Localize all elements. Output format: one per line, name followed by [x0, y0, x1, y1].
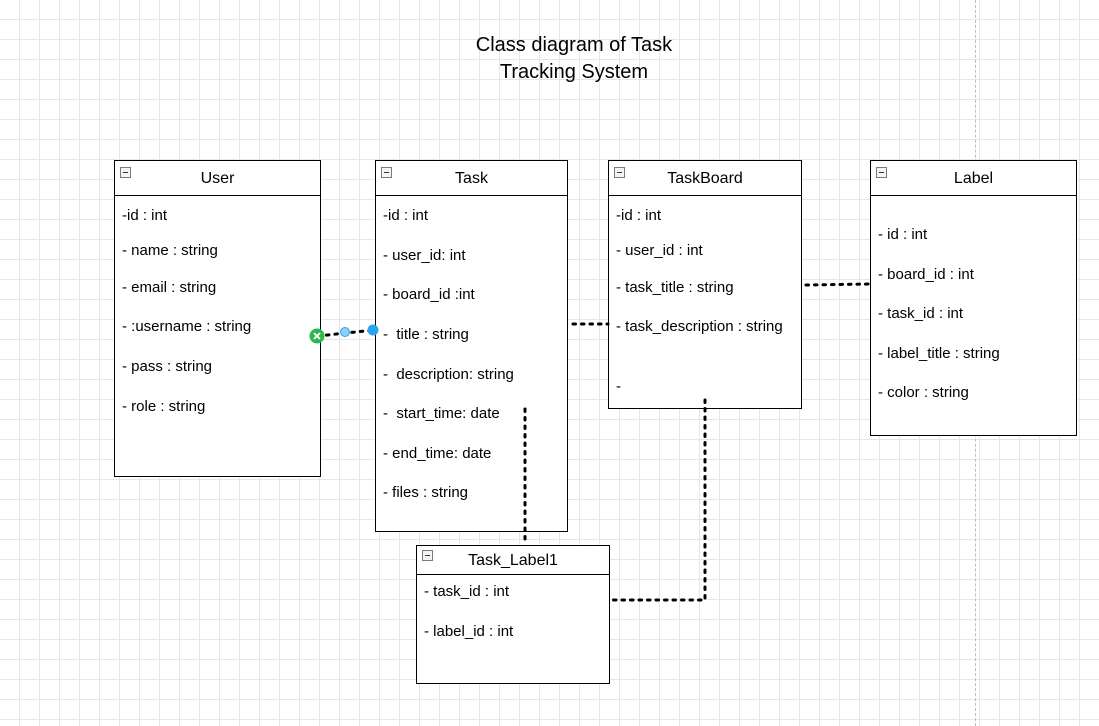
class-task-label1[interactable]: Task_Label1 - task_id : int - label_id :…	[416, 545, 610, 684]
class-name: TaskBoard	[667, 170, 743, 187]
class-attribute[interactable]: - user_id : int	[616, 242, 703, 259]
class-attribute[interactable]: - label_id : int	[424, 623, 514, 640]
class-attribute[interactable]: -id : int	[383, 207, 429, 224]
class-attribute[interactable]: -id : int	[122, 207, 168, 224]
class-attribute[interactable]: - board_id :int	[383, 286, 475, 303]
class-attribute[interactable]: - role : string	[122, 398, 206, 415]
class-name: Task_Label1	[468, 552, 558, 569]
class-attribute[interactable]: - user_id: int	[383, 247, 466, 264]
collapse-icon[interactable]	[422, 550, 433, 561]
class-attribute[interactable]: - files : string	[383, 484, 469, 501]
diagram-title-line-2: Tracking System	[499, 61, 649, 83]
connector-midpoint-handle[interactable]	[340, 327, 350, 337]
class-attribute[interactable]: - :username : string	[122, 318, 252, 335]
class-attribute[interactable]: - title : string	[383, 326, 469, 343]
diagram-title-line-1: Class diagram of Task	[475, 34, 673, 56]
class-task[interactable]: Task -id : int - user_id: int - board_id…	[375, 160, 568, 532]
collapse-icon[interactable]	[614, 167, 625, 178]
disconnect-icon[interactable]	[309, 328, 325, 344]
class-attribute[interactable]: - task_title : string	[616, 279, 734, 296]
collapse-icon[interactable]	[120, 167, 131, 178]
class-header[interactable]: TaskBoard	[609, 161, 801, 196]
class-attribute[interactable]: - color : string	[878, 384, 969, 401]
class-attribute[interactable]: - task_id : int	[878, 305, 964, 322]
class-attribute[interactable]: - id : int	[878, 226, 928, 243]
class-attribute[interactable]: -id : int	[616, 207, 662, 224]
class-attribute[interactable]: - name : string	[122, 242, 218, 259]
connector-taskboard-label[interactable]	[804, 282, 872, 287]
class-attribute[interactable]: - task_id : int	[424, 583, 510, 600]
class-name: Label	[953, 170, 994, 187]
class-name: User	[200, 170, 235, 187]
class-attribute[interactable]: - task_description : string	[616, 318, 783, 335]
collapse-icon[interactable]	[876, 167, 887, 178]
class-attribute[interactable]: - board_id : int	[878, 266, 974, 283]
diagram-title: Class diagram of Task Tracking System	[424, 32, 724, 86]
class-user[interactable]: User -id : int - name : string - email :…	[114, 160, 321, 477]
class-attribute[interactable]: - email : string	[122, 279, 217, 296]
class-name: Task	[455, 170, 488, 187]
class-attribute[interactable]: - label_title : string	[878, 345, 1000, 362]
class-attribute[interactable]: - pass : string	[122, 358, 213, 375]
class-attribute[interactable]: - end_time: date	[383, 445, 492, 462]
class-header[interactable]: Label	[871, 161, 1076, 196]
class-attribute[interactable]: - description: string	[383, 366, 514, 383]
connector-end-handle[interactable]	[367, 324, 379, 336]
connector-taskboard-tasklabel[interactable]	[608, 398, 707, 602]
class-label[interactable]: Label - id : int - board_id : int - task…	[870, 160, 1077, 436]
class-taskboard[interactable]: TaskBoard -id : int - user_id : int - ta…	[608, 160, 802, 409]
class-attribute[interactable]: -	[616, 378, 621, 395]
class-header[interactable]: User	[115, 161, 320, 196]
collapse-icon[interactable]	[381, 167, 392, 178]
class-attribute[interactable]: - start_time: date	[383, 405, 500, 422]
class-header[interactable]: Task_Label1	[417, 546, 609, 575]
class-header[interactable]: Task	[376, 161, 567, 196]
